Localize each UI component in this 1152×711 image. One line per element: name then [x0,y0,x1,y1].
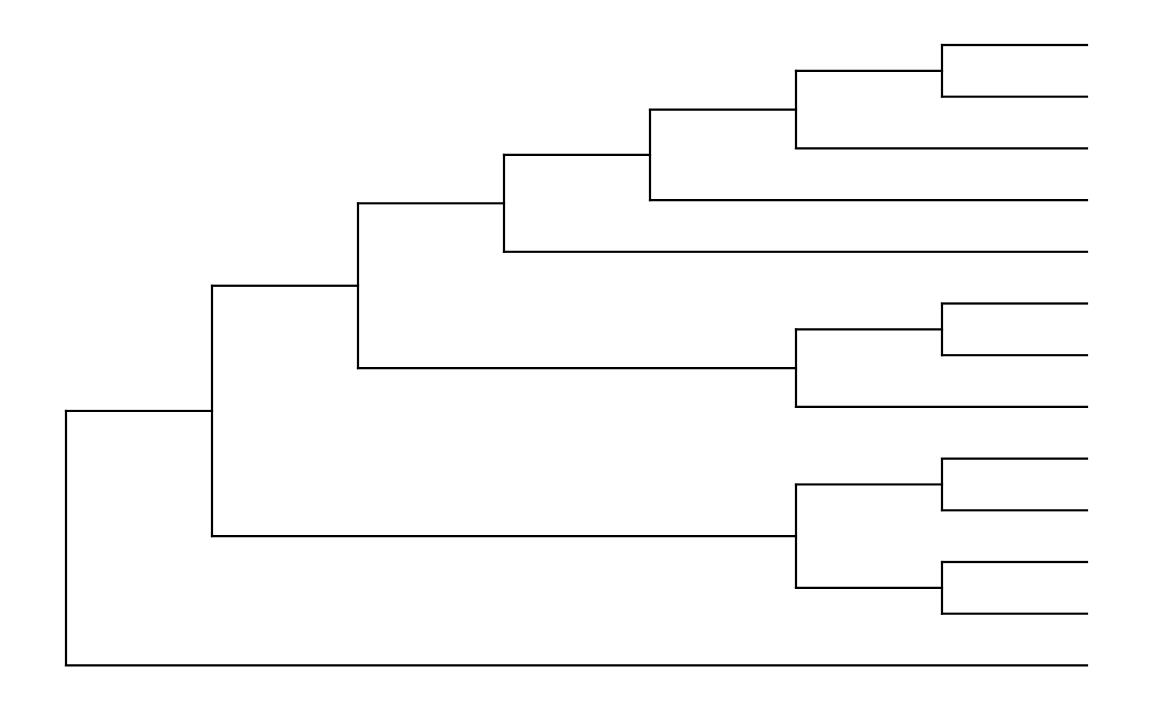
dendrogram-branches [64,43,1089,667]
